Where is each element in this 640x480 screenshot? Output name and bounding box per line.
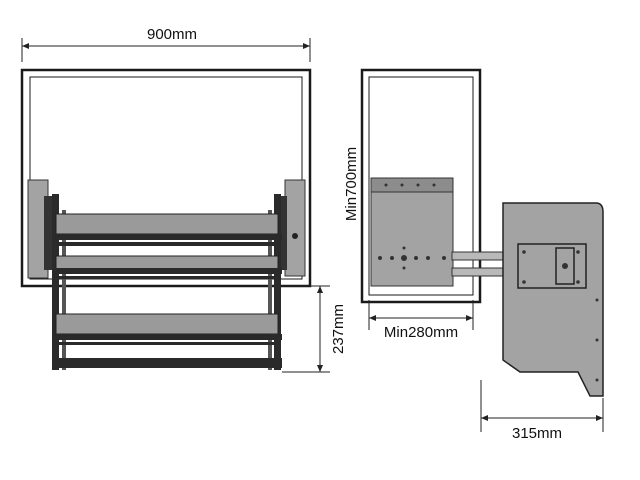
lift-height-label: 237mm	[330, 304, 347, 354]
lower-shelf	[54, 313, 282, 368]
min-depth-label: Min280mm	[384, 324, 458, 341]
basket-frame	[52, 194, 281, 370]
basket-side-bracket	[502, 202, 604, 397]
front-view: 900mm	[20, 26, 347, 373]
upper-shelf	[54, 213, 282, 246]
min-height-label: Min700mm	[343, 147, 360, 221]
min-depth-dimension: Min280mm	[368, 300, 474, 341]
right-mounting-plate	[279, 179, 306, 277]
width-label: 900mm	[147, 26, 197, 43]
mechanism-depth-dimension: 315mm	[480, 380, 604, 442]
pivot-bolt-icon	[292, 233, 298, 239]
middle-shelf	[54, 255, 282, 279]
lift-height-dimension: 237mm	[282, 285, 347, 373]
width-dimension: 900mm	[21, 26, 311, 62]
side-mounting-plate	[370, 177, 454, 287]
side-cabinet-outline	[360, 68, 482, 304]
side-view: Min700mm	[343, 68, 604, 442]
left-mounting-plate	[27, 179, 52, 279]
mechanism-depth-label: 315mm	[512, 425, 562, 442]
